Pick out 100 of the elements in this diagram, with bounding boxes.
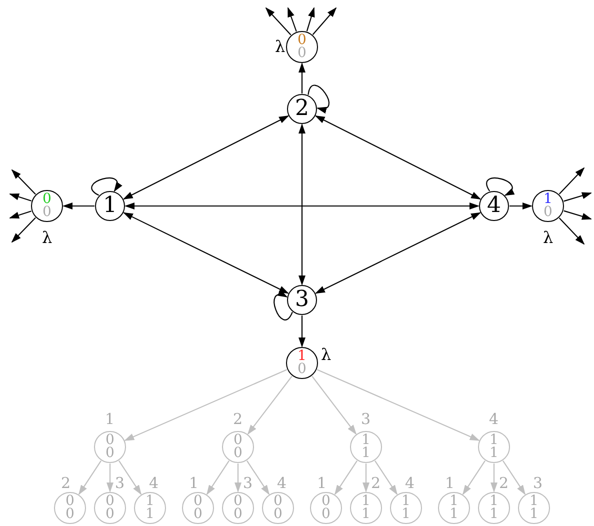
state-label: 1	[544, 193, 552, 206]
arrow	[312, 7, 337, 35]
lambda-label: λ	[321, 347, 332, 363]
arrow	[62, 202, 94, 210]
arrow	[306, 7, 315, 32]
arrow	[316, 369, 480, 441]
state-circle	[94, 492, 126, 524]
state-label: 3	[295, 289, 309, 311]
state-circle	[94, 431, 126, 463]
state-label: 1	[362, 434, 370, 447]
arrow	[11, 217, 36, 243]
state-label: 1	[530, 495, 538, 508]
state-circle	[390, 492, 422, 524]
state-circle	[182, 492, 214, 524]
state-circle	[95, 191, 125, 221]
index-label: 3	[361, 412, 371, 426]
arrow	[78, 460, 102, 496]
index-label: 2	[233, 412, 243, 426]
index-label: 4	[149, 476, 159, 490]
arrow	[234, 464, 242, 492]
state-circle	[134, 492, 166, 524]
state-label: 0	[234, 434, 242, 447]
state-label: 0	[106, 495, 114, 508]
state-circle	[532, 190, 564, 222]
arrow	[274, 290, 293, 320]
arrow	[490, 464, 498, 492]
arrow	[502, 460, 526, 496]
state-circle	[31, 190, 63, 222]
arrow	[374, 460, 398, 496]
arrow	[314, 116, 482, 200]
arrow	[564, 192, 592, 202]
state-label: 1	[103, 195, 117, 217]
arrow	[287, 7, 297, 32]
state-label: 0	[234, 495, 242, 508]
arrow	[91, 178, 122, 196]
state-circle	[518, 492, 550, 524]
state-label: 4	[487, 195, 501, 217]
arrow	[206, 460, 230, 496]
state-label: 0	[544, 206, 552, 219]
index-label: 3	[243, 476, 253, 490]
state-label: 1	[362, 495, 370, 508]
arrow	[510, 202, 532, 210]
lambda-label: λ	[275, 39, 286, 55]
arrow	[312, 376, 357, 435]
state-label: 0	[274, 508, 282, 521]
arrow	[9, 193, 32, 202]
arrow	[265, 7, 292, 36]
arrow	[298, 124, 306, 286]
state-label: 0	[42, 193, 52, 206]
state-label: 0	[66, 508, 74, 521]
arrow	[9, 210, 32, 219]
state-label: 0	[322, 495, 330, 508]
state-circle	[310, 492, 342, 524]
state-circle	[222, 431, 254, 463]
index-label: 4	[405, 476, 415, 490]
state-circle	[478, 431, 510, 463]
arrow	[106, 464, 114, 492]
state-label: 1	[450, 495, 458, 508]
state-circle	[286, 347, 318, 379]
arrow	[558, 218, 585, 245]
index-label: 4	[489, 412, 499, 426]
index-label: 1	[445, 476, 455, 490]
arrow	[315, 212, 481, 294]
index-label: 4	[277, 476, 287, 490]
arrow	[246, 460, 270, 496]
arrow	[564, 210, 592, 220]
arrow	[298, 62, 306, 94]
arrow	[122, 116, 290, 200]
state-label: 1	[530, 508, 538, 521]
state-label: 1	[402, 495, 410, 508]
state-label: 1	[362, 508, 370, 521]
state-label: 0	[274, 495, 282, 508]
state-label: 1	[298, 350, 306, 363]
state-circle	[350, 492, 382, 524]
arrow	[462, 460, 486, 496]
state-label: 1	[146, 508, 154, 521]
arrow	[298, 316, 306, 348]
arrow	[362, 464, 370, 492]
lambda-label: λ	[543, 230, 554, 246]
state-label: 0	[106, 434, 114, 447]
state-label: 1	[362, 447, 370, 460]
index-label: 2	[61, 476, 71, 490]
state-label: 0	[234, 447, 242, 460]
state-circle	[438, 492, 470, 524]
arrow	[558, 167, 585, 194]
state-label: 1	[146, 495, 154, 508]
state-circle	[478, 492, 510, 524]
arrow	[334, 460, 358, 496]
state-circle	[262, 492, 294, 524]
state-label: 0	[322, 508, 330, 521]
index-label: 2	[371, 476, 381, 490]
state-circle	[286, 31, 318, 63]
state-label: 1	[490, 508, 498, 521]
arrow	[118, 460, 142, 496]
state-circle	[479, 191, 509, 221]
state-label: 1	[490, 495, 498, 508]
state-label: 0	[298, 47, 306, 60]
arrow	[247, 376, 292, 435]
arrow	[124, 202, 480, 210]
state-circle	[222, 492, 254, 524]
